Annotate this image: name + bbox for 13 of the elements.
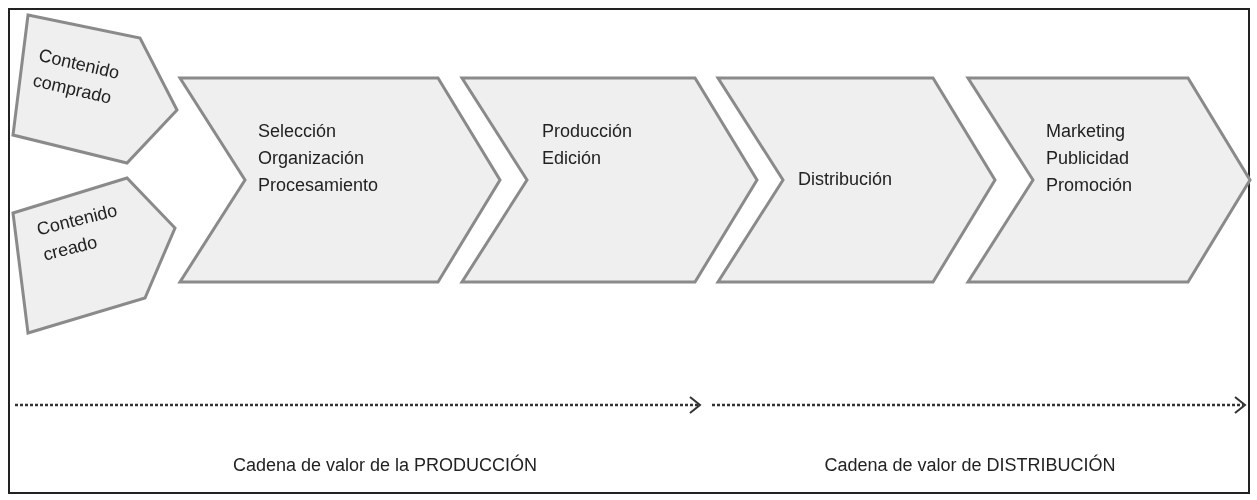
step-text: Producción: [542, 120, 633, 143]
step-text: Procesamiento: [258, 174, 379, 197]
value-chain-label: Cadena de valor de DISTRIBUCIÓN: [824, 455, 1116, 476]
value-chain-label: Cadena de valor de la PRODUCCIÓN: [232, 455, 538, 476]
step-text: Contenido creado: [34, 199, 121, 267]
step-text: Publicidad: [1046, 147, 1131, 170]
step-text: Selección: [258, 120, 338, 143]
step-text: Marketing: [1046, 120, 1127, 143]
step-text: Promoción: [1046, 174, 1133, 197]
step-text: Distribución: [798, 168, 893, 191]
step-text: Organización: [258, 147, 366, 170]
step-text: Edición: [542, 147, 603, 170]
step-text: Contenido comprado: [30, 43, 123, 110]
